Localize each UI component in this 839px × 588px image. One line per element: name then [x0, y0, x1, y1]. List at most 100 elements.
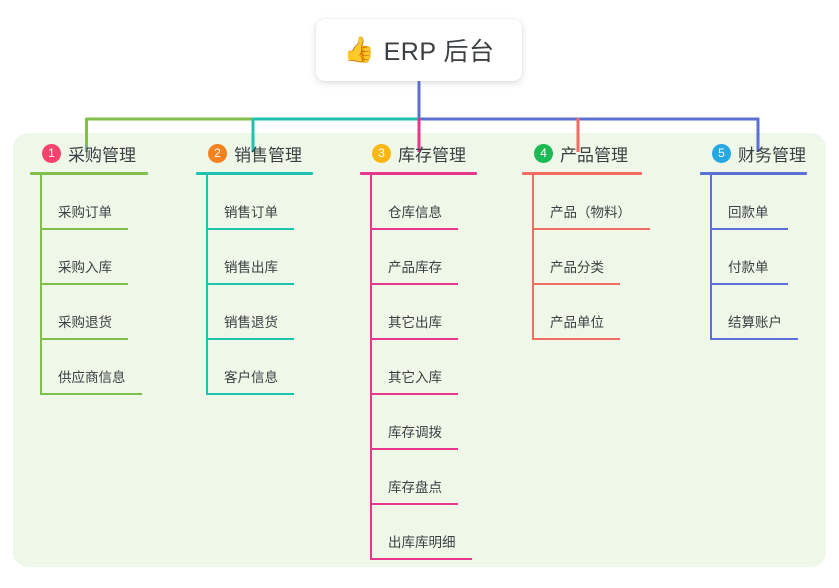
column-header-rule-3 [360, 172, 477, 175]
node-item-label: 出库库明细 [388, 535, 456, 550]
node-item-rule [370, 228, 458, 230]
node-item-label: 供应商信息 [58, 370, 126, 385]
node-item-label: 销售出库 [224, 260, 278, 275]
node-item-label: 库存调拨 [388, 425, 442, 440]
column-spine-4 [532, 175, 534, 340]
column-spine-2 [206, 175, 208, 395]
column-5: 5 财务管理回款单付款单结算账户 [700, 140, 807, 340]
node-item[interactable]: 销售退货 [196, 285, 313, 340]
node-item-rule [206, 228, 294, 230]
node-item-label: 结算账户 [728, 315, 782, 330]
column-spine-1 [40, 175, 42, 395]
node-item-label: 付款单 [728, 260, 769, 275]
node-item-label: 采购订单 [58, 205, 112, 220]
columns-board [13, 133, 826, 567]
node-item-rule [710, 338, 798, 340]
node-item[interactable]: 其它入库 [360, 340, 477, 395]
node-item-label: 采购入库 [58, 260, 112, 275]
node-item-rule [370, 393, 458, 395]
column-badge-1: 1 [42, 143, 61, 163]
node-item-rule [206, 283, 294, 285]
node-item[interactable]: 回款单 [700, 175, 807, 230]
column-title-5: 财务管理 [738, 145, 806, 165]
column-2: 2 销售管理销售订单销售出库销售退货客户信息 [196, 140, 313, 395]
node-item-rule [532, 228, 650, 230]
node-item-label: 产品分类 [550, 260, 604, 275]
node-item-rule [532, 338, 620, 340]
column-items-1: 采购订单采购入库采购退货供应商信息 [30, 175, 148, 395]
node-item-rule [206, 393, 294, 395]
node-item[interactable]: 采购退货 [30, 285, 148, 340]
node-item-label: 回款单 [728, 205, 769, 220]
node-item[interactable]: 库存调拨 [360, 395, 477, 450]
root-node-card[interactable]: 👍 ERP 后台 [316, 19, 522, 81]
node-item-label: 销售退货 [224, 315, 278, 330]
column-header-2[interactable]: 2 销售管理 [196, 140, 313, 166]
column-header-rule-5 [700, 172, 807, 175]
column-items-5: 回款单付款单结算账户 [700, 175, 807, 340]
column-header-1[interactable]: 1 采购管理 [30, 140, 148, 166]
column-title-4: 产品管理 [560, 145, 628, 165]
node-item-rule [40, 393, 142, 395]
root-node-title: ERP 后台 [383, 38, 495, 66]
node-item-label: 产品单位 [550, 315, 604, 330]
node-item[interactable]: 付款单 [700, 230, 807, 285]
node-item-rule [532, 283, 620, 285]
node-item-rule [370, 558, 472, 560]
node-item-label: 其它入库 [388, 370, 442, 385]
node-item[interactable]: 销售出库 [196, 230, 313, 285]
node-item-label: 产品库存 [388, 260, 442, 275]
column-badge-2: 2 [208, 143, 227, 163]
column-header-5[interactable]: 5 财务管理 [700, 140, 807, 166]
column-title-3: 库存管理 [398, 145, 466, 165]
column-4: 4 产品管理产品（物料） 产品分类产品单位 [522, 140, 650, 340]
node-item[interactable]: 采购订单 [30, 175, 148, 230]
column-badge-3: 3 [372, 143, 391, 163]
node-item[interactable]: 其它出库 [360, 285, 477, 340]
column-title-2: 销售管理 [234, 145, 302, 165]
column-3: 3 库存管理仓库信息产品库存其它出库其它入库库存调拨库存盘点出库库明细 [360, 140, 477, 560]
node-item-label: 采购退货 [58, 315, 112, 330]
node-item-label: 其它出库 [388, 315, 442, 330]
node-item[interactable]: 产品分类 [522, 230, 642, 285]
node-item-rule [206, 338, 294, 340]
node-item[interactable]: 采购入库 [30, 230, 148, 285]
column-header-rule-4 [522, 172, 642, 175]
column-title-1: 采购管理 [68, 145, 136, 165]
node-item-label: 库存盘点 [388, 480, 442, 495]
node-item[interactable]: 仓库信息 [360, 175, 477, 230]
node-item[interactable]: 结算账户 [700, 285, 807, 340]
column-badge-5: 5 [712, 143, 731, 163]
thumbs-up-icon: 👍 [343, 35, 375, 64]
node-item-rule [40, 283, 128, 285]
column-spine-5 [710, 175, 712, 340]
column-header-rule-2 [196, 172, 313, 175]
node-item[interactable]: 产品单位 [522, 285, 642, 340]
column-header-rule-1 [30, 172, 148, 175]
node-item-label: 客户信息 [224, 370, 278, 385]
column-spine-3 [370, 175, 372, 560]
node-item-label: 销售订单 [224, 205, 278, 220]
root-node-content: 👍 ERP 后台 [343, 32, 494, 68]
node-item-rule [710, 228, 788, 230]
column-badge-4: 4 [534, 143, 553, 163]
node-item[interactable]: 供应商信息 [30, 340, 148, 395]
node-item-rule [710, 283, 788, 285]
node-item[interactable]: 销售订单 [196, 175, 313, 230]
node-item-label: 产品（物料） [550, 205, 631, 220]
node-item-label: 仓库信息 [388, 205, 442, 220]
node-item-rule [370, 448, 458, 450]
column-items-4: 产品（物料） 产品分类产品单位 [522, 175, 650, 340]
node-item[interactable]: 客户信息 [196, 340, 313, 395]
node-item-rule [370, 338, 458, 340]
node-item-rule [40, 228, 128, 230]
node-item[interactable]: 产品（物料） [522, 175, 650, 230]
column-header-4[interactable]: 4 产品管理 [522, 140, 642, 166]
column-1: 1 采购管理采购订单采购入库采购退货供应商信息 [30, 140, 148, 395]
node-item[interactable]: 产品库存 [360, 230, 477, 285]
node-item[interactable]: 出库库明细 [360, 505, 477, 560]
node-item[interactable]: 库存盘点 [360, 450, 477, 505]
column-header-3[interactable]: 3 库存管理 [360, 140, 477, 166]
node-item-rule [370, 503, 458, 505]
